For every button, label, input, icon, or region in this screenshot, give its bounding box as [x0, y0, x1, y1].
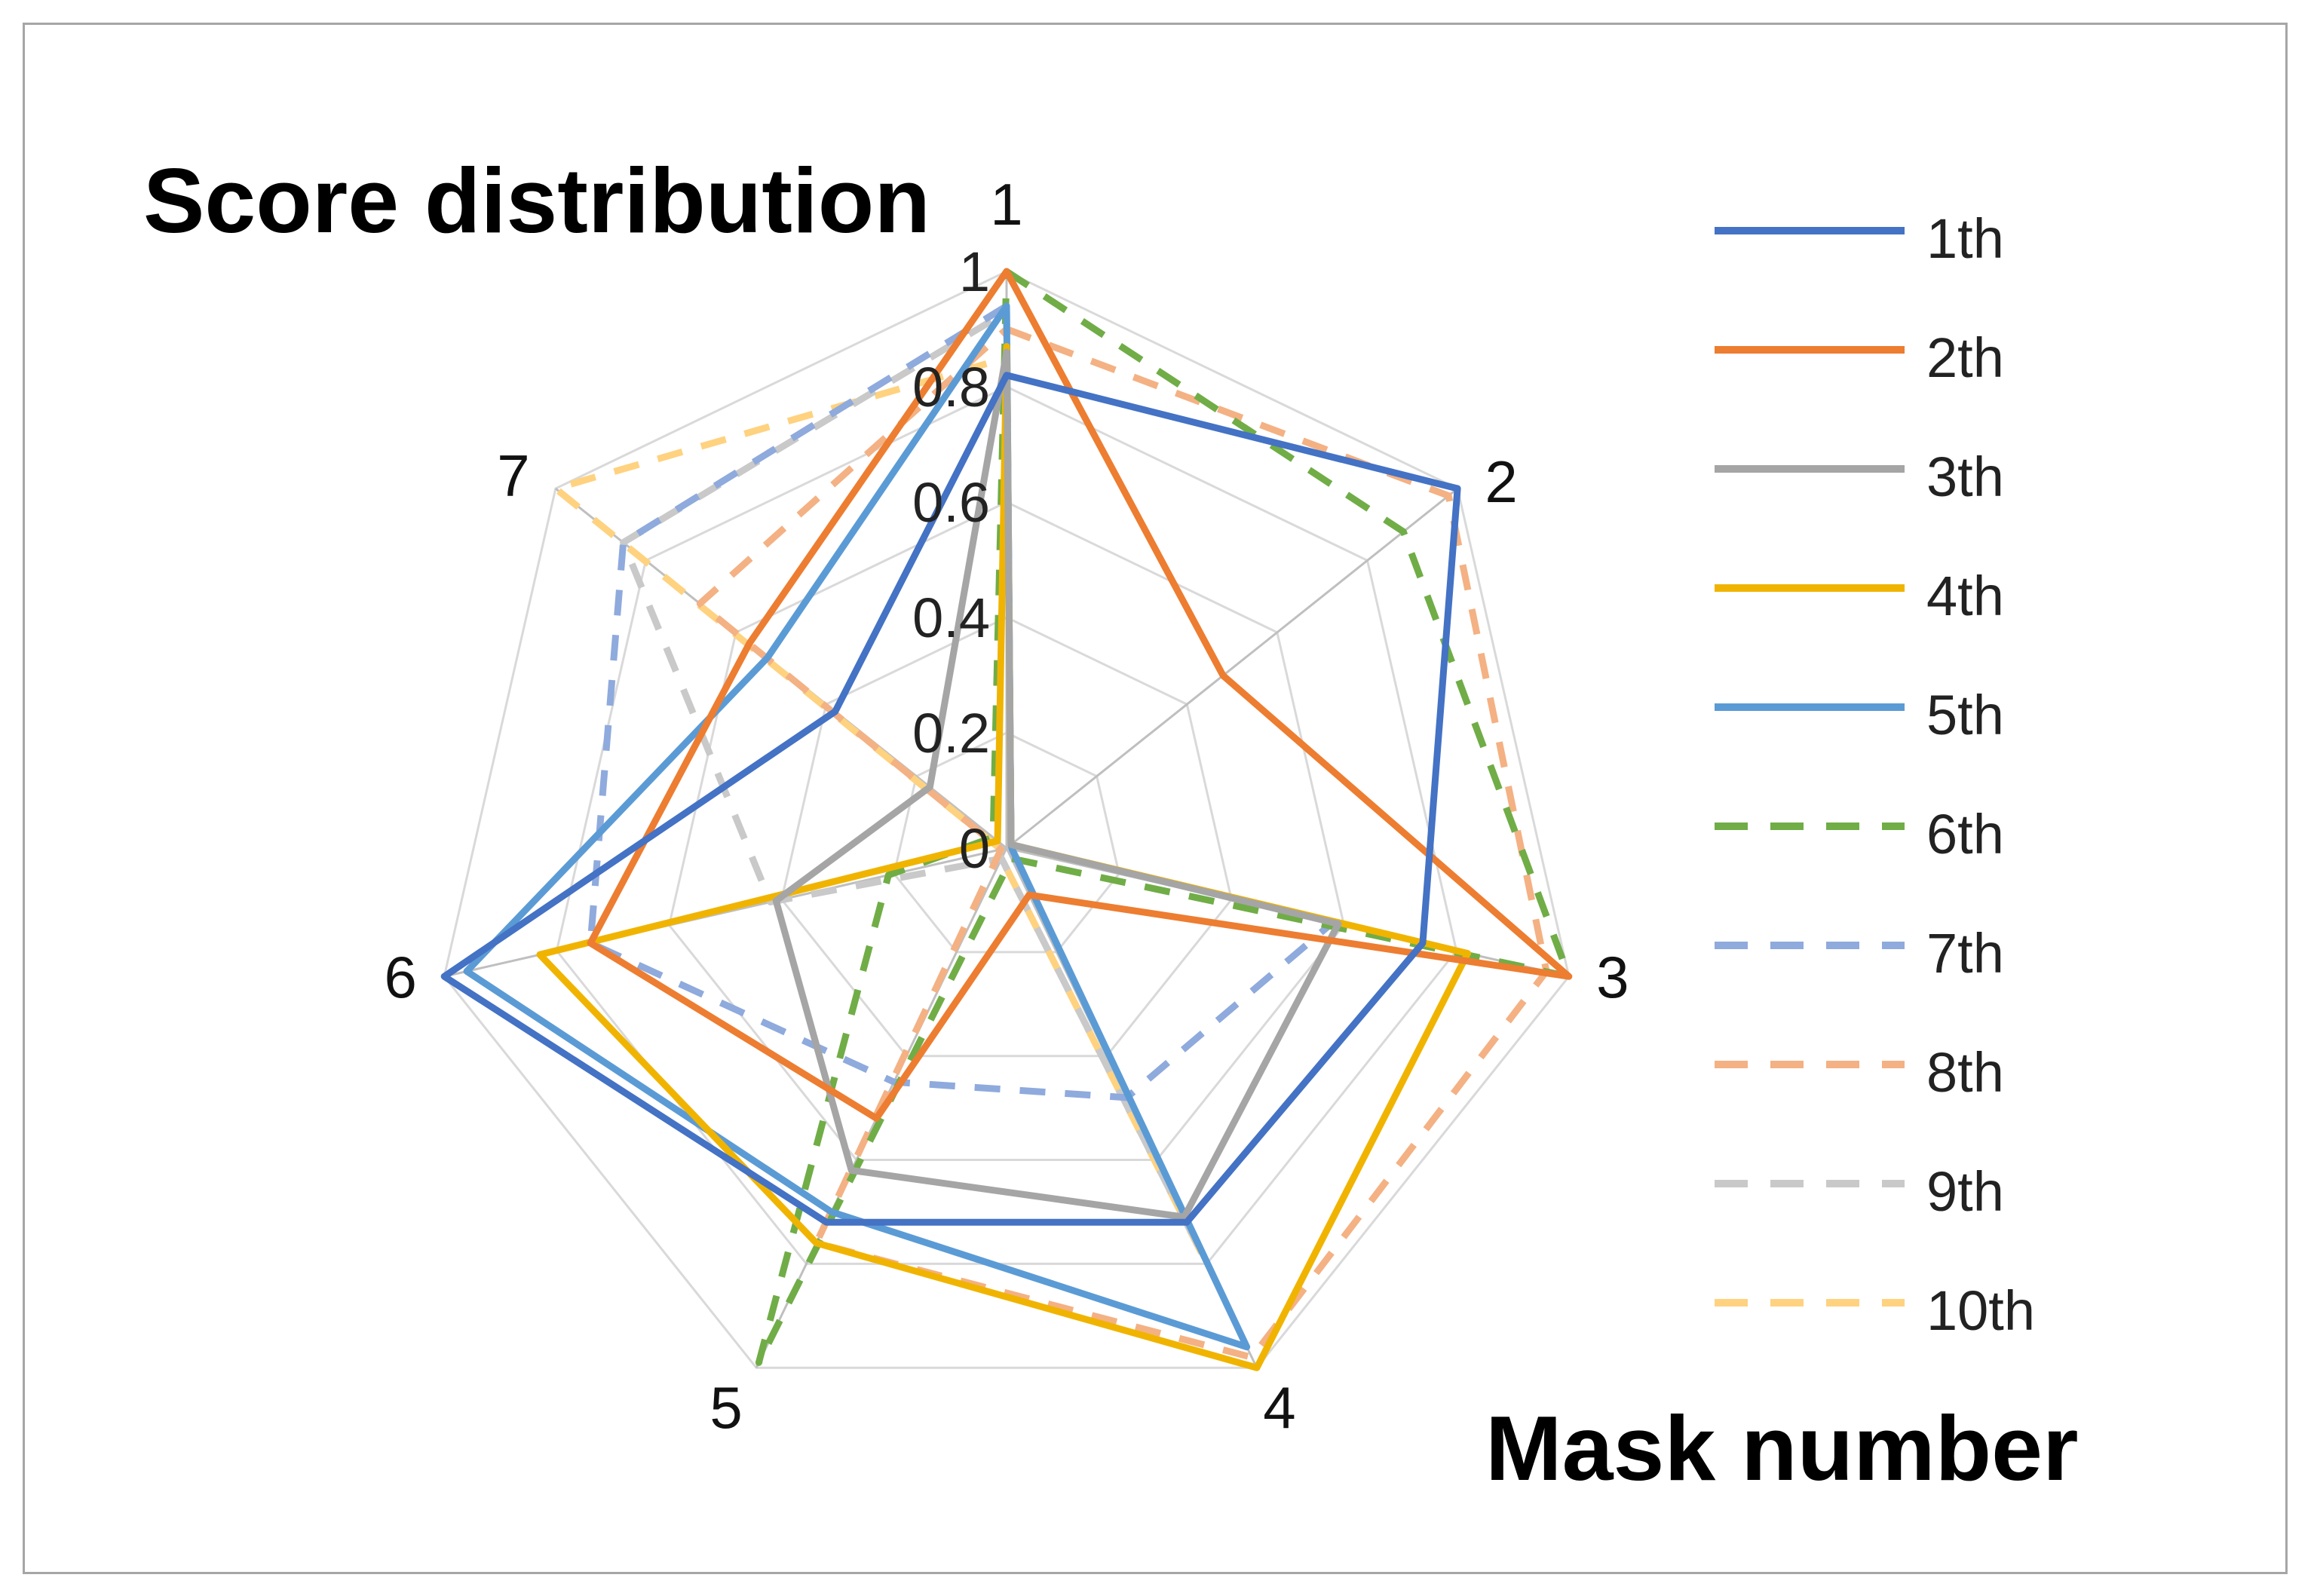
legend-item: 10th: [1712, 1261, 2194, 1380]
chart-title: Score distribution: [143, 149, 930, 252]
legend-item: 1th: [1712, 188, 2194, 308]
legend-item: 8th: [1712, 1022, 2194, 1141]
legend-label: 2th: [1926, 326, 2004, 389]
legend-item: 7th: [1712, 903, 2194, 1022]
grid-ring: [780, 616, 1233, 1058]
legend-label: 6th: [1926, 803, 2004, 865]
series-line-8th: [696, 326, 1550, 1361]
tick-label: 0.8: [912, 356, 990, 418]
series-line-9th: [620, 308, 1203, 1252]
grid-spoke: [443, 847, 1007, 978]
tick-label: 0.6: [912, 471, 990, 534]
grid-ring: [555, 385, 1458, 1265]
series-line-1th: [440, 372, 1461, 1226]
category-label: 6: [384, 944, 416, 1010]
legend-label: 9th: [1926, 1160, 2004, 1223]
legend-swatch: [1715, 346, 1905, 354]
tick-label: 1: [959, 240, 990, 303]
legend-swatch: [1715, 584, 1905, 592]
legend-item: 2th: [1712, 308, 2194, 427]
legend-item: 4th: [1712, 546, 2194, 665]
grid-ring: [443, 270, 1571, 1369]
legend-label: 4th: [1926, 565, 2004, 627]
legend-swatch: [1715, 823, 1905, 830]
category-label: 7: [497, 443, 529, 509]
legend-label: 1th: [1926, 207, 2004, 270]
grid-spoke: [1006, 487, 1459, 850]
radar-series: [440, 268, 1573, 1371]
legend-swatch: [1715, 703, 1905, 711]
legend-swatch: [1715, 227, 1905, 234]
grid-ring: [893, 731, 1120, 954]
series-line-2th: [587, 268, 1573, 1122]
legend-label: 7th: [1926, 922, 2004, 985]
legend-swatch: [1715, 1180, 1905, 1187]
legend-label: 3th: [1926, 446, 2004, 508]
series-line-5th: [463, 302, 1251, 1351]
legend-item: 3th: [1712, 427, 2194, 546]
category-label: 1: [990, 171, 1022, 237]
series-line-10th: [552, 354, 1208, 1263]
radar-tick-labels: 0 0.2 0.4 0.6 0.8 1: [912, 240, 990, 880]
series-line-3th: [772, 348, 1342, 1221]
legend-item: 9th: [1712, 1141, 2194, 1261]
tick-label: 0: [959, 817, 990, 880]
tick-label: 0.4: [912, 587, 990, 649]
legend-label: 5th: [1926, 684, 2004, 746]
legend-item: 5th: [1712, 665, 2194, 784]
grid-ring: [667, 501, 1346, 1162]
legend: 1th 2th 3th 4th 5th 6th 7th 8th 9th 10th: [1712, 188, 2194, 1380]
legend-label: 10th: [1926, 1279, 2036, 1342]
legend-swatch: [1715, 1061, 1905, 1068]
legend-label: 8th: [1926, 1041, 2004, 1104]
tick-label: 0.2: [912, 702, 990, 764]
radar-category-labels: 1 2 3 4 5 6 7: [384, 171, 1629, 1441]
axis-title: Mask number: [1485, 1397, 2079, 1500]
legend-item: 6th: [1712, 784, 2194, 903]
category-label: 2: [1485, 449, 1517, 515]
legend-swatch: [1715, 942, 1905, 949]
legend-swatch: [1715, 465, 1905, 473]
series-line-6th: [755, 268, 1573, 1366]
category-label: 4: [1263, 1374, 1295, 1441]
category-label: 3: [1596, 944, 1629, 1010]
legend-swatch: [1715, 1299, 1905, 1307]
category-label: 5: [710, 1374, 742, 1441]
